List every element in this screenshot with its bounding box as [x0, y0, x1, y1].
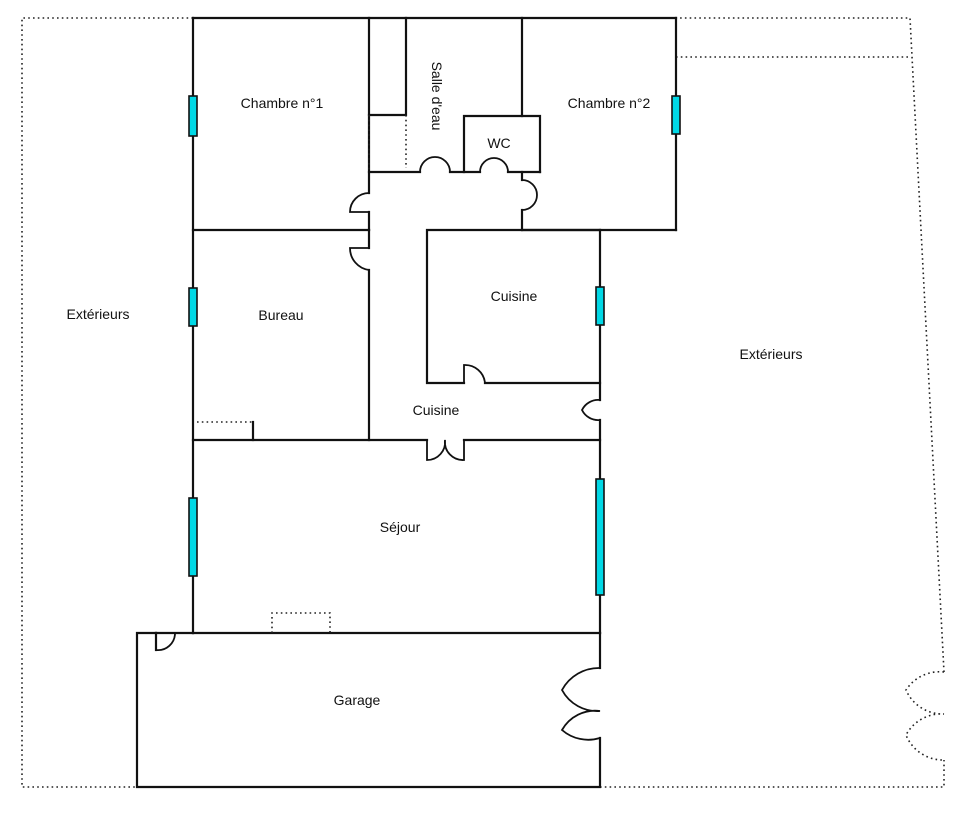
room-label-bureau: Bureau: [258, 307, 303, 323]
window-chambre1: [188, 95, 198, 137]
room-label-chambre1: Chambre n°1: [241, 95, 324, 111]
room-label-cuisine-hall: Cuisine: [413, 402, 460, 418]
windows: [188, 95, 681, 596]
room-label-garage: Garage: [334, 692, 381, 708]
room-label-wc: WC: [487, 135, 510, 151]
room-label-exterieurs-left: Extérieurs: [66, 306, 129, 322]
room-label-salle-eau: Salle d'eau: [429, 62, 445, 131]
window-cuisine: [595, 286, 605, 326]
window-chambre2: [671, 95, 681, 135]
window-sejour-right: [595, 478, 605, 596]
room-label-cuisine: Cuisine: [491, 288, 538, 304]
room-label-sejour: Séjour: [380, 519, 421, 535]
window-sejour-left: [188, 497, 198, 577]
doors: [155, 156, 945, 761]
walls: [135, 16, 678, 789]
dotted-fixtures: [197, 115, 407, 633]
room-label-exterieurs-right: Extérieurs: [739, 346, 802, 362]
property-boundary: [21, 17, 945, 788]
window-bureau: [188, 287, 198, 327]
room-label-chambre2: Chambre n°2: [568, 95, 651, 111]
